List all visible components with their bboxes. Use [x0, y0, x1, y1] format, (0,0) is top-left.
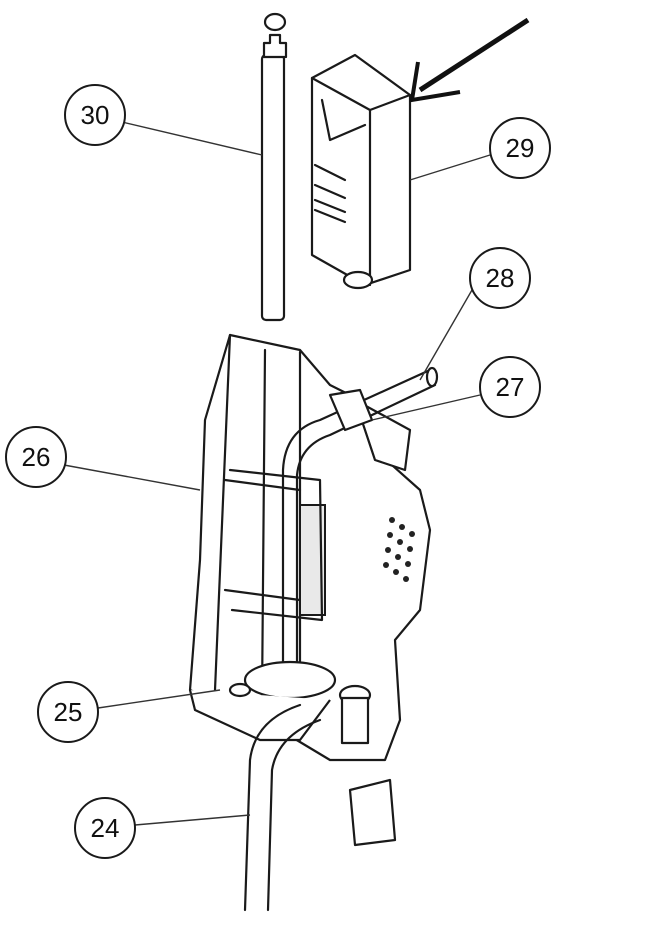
callout-29: 29 [489, 117, 551, 179]
leader-lines [63, 121, 491, 826]
svg-text:30: 30 [81, 100, 110, 130]
svg-text:24: 24 [91, 813, 120, 843]
part-29-cartridge [310, 53, 412, 290]
vent-holes [383, 517, 415, 582]
svg-text:27: 27 [496, 372, 525, 402]
part-24-hose [243, 703, 322, 912]
part-30-rod [260, 12, 288, 322]
callout-28: 28 [469, 247, 531, 309]
callout-24: 24 [74, 797, 136, 859]
svg-text:28: 28 [486, 263, 515, 293]
callout-25: 25 [37, 681, 99, 743]
pointer-arrow [409, 17, 530, 103]
svg-text:25: 25 [54, 697, 83, 727]
callout-30: 30 [64, 84, 126, 146]
part-28-tube [281, 366, 439, 672]
svg-text:26: 26 [22, 442, 51, 472]
callout-27: 27 [479, 356, 541, 418]
callout-26: 26 [5, 426, 67, 488]
part-25-base [188, 660, 397, 847]
svg-text:29: 29 [506, 133, 535, 163]
